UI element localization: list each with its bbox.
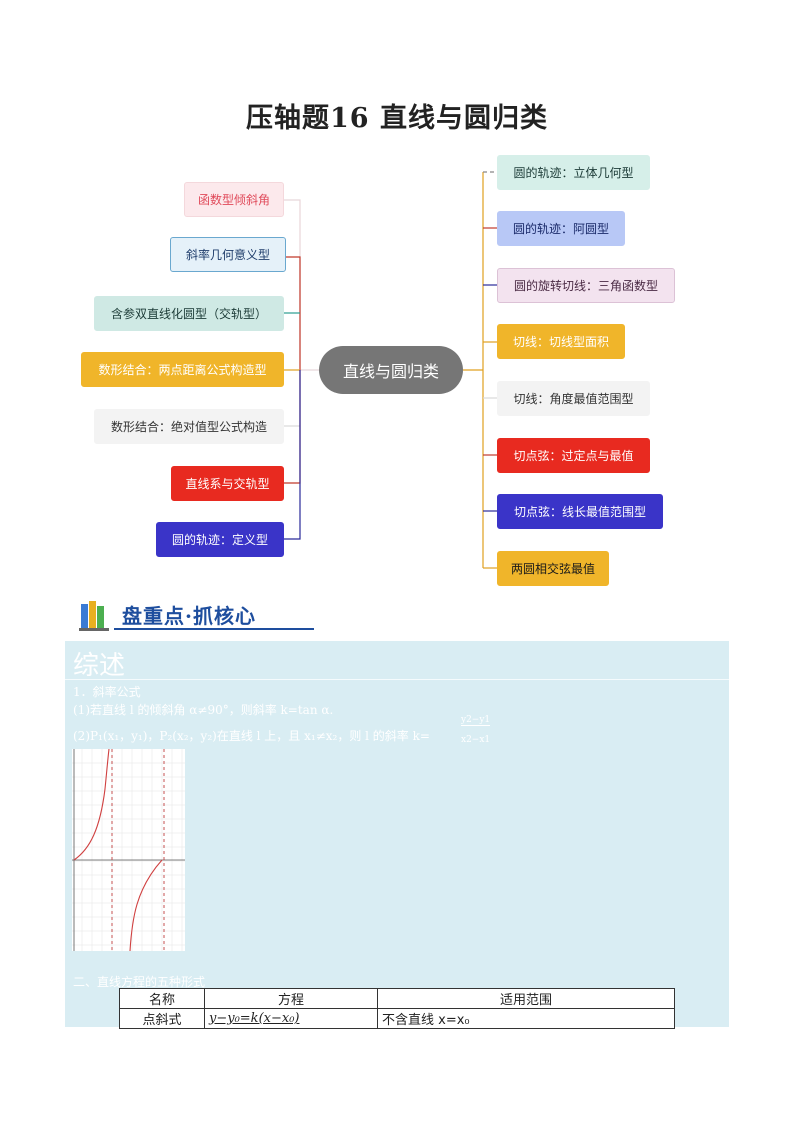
banner-title: 盘重点·抓核心: [122, 604, 256, 628]
summary-heading: 综述: [73, 651, 126, 681]
table-cell: y−y₀=k(x−x₀): [204, 1008, 378, 1029]
mindmap-left-node: 函数型倾斜角: [184, 182, 284, 217]
section-2-heading: 二、直线方程的五种形式: [73, 975, 206, 989]
mindmap-right-node: 切点弦：过定点与最值: [497, 438, 650, 473]
table-header-row: 名称 方程 适用范围: [119, 988, 675, 1009]
books-icon: [79, 601, 109, 631]
tangent-graph: [72, 749, 185, 951]
mindmap-right-node: 切线：角度最值范围型: [497, 381, 650, 416]
banner-underline: [114, 628, 314, 630]
slope-rule-2: (2)P₁(x₁，y₁)，P₂(x₂，y₂)在直线 l 上，且 x₁≠x₂，则 …: [73, 729, 430, 743]
mindmap-left-node: 圆的轨迹：定义型: [156, 522, 284, 557]
mindmap-left-node: 含参双直线化圆型（交轨型）: [94, 296, 284, 331]
fraction-denominator: x2−x1: [461, 735, 491, 745]
mindmap-center-node: 直线与圆归类: [319, 346, 463, 394]
table-header: 适用范围: [377, 988, 675, 1009]
mindmap-right-node: 切点弦：线长最值范围型: [497, 494, 663, 529]
fraction-numerator: y2−y1: [461, 715, 491, 726]
mindmap-left-node: 数形结合：两点距离公式构造型: [81, 352, 284, 387]
mindmap-left-node: 斜率几何意义型: [170, 237, 286, 272]
mindmap-left-node: 数形结合：绝对值型公式构造: [94, 409, 284, 444]
table-cell: 点斜式: [119, 1008, 205, 1029]
mindmap-right-node: 圆的轨迹：立体几何型: [497, 155, 650, 190]
summary-panel: 综述 1．斜率公式 (1)若直线 l 的倾斜角 α≠90°，则斜率 k=tan …: [65, 641, 729, 1029]
mindmap-right-node: 切线：切线型面积: [497, 324, 625, 359]
divider: [65, 679, 729, 680]
section-banner: 盘重点·抓核心: [78, 598, 318, 638]
mindmap-right-node: 圆的旋转切线：三角函数型: [497, 268, 675, 303]
table-cell: 不含直线 x=x₀: [377, 1008, 675, 1029]
table-row: 点斜式 y−y₀=k(x−x₀) 不含直线 x=x₀: [119, 1008, 675, 1029]
line-equation-table: 名称 方程 适用范围 点斜式 y−y₀=k(x−x₀) 不含直线 x=x₀: [119, 988, 675, 1029]
table-header: 方程: [204, 988, 378, 1009]
slope-formula-heading: 1．斜率公式: [73, 685, 141, 699]
mindmap-left-node: 直线系与交轨型: [171, 466, 284, 501]
mindmap-right-node: 两圆相交弦最值: [497, 551, 609, 586]
table-header: 名称: [119, 988, 205, 1009]
mindmap-right-node: 圆的轨迹：阿圆型: [497, 211, 625, 246]
mindmap-connectors: [284, 171, 497, 569]
page-title: 压轴题16 直线与圆归类: [246, 103, 548, 134]
slope-rule-1: (1)若直线 l 的倾斜角 α≠90°，则斜率 k=tan α.: [73, 703, 334, 717]
